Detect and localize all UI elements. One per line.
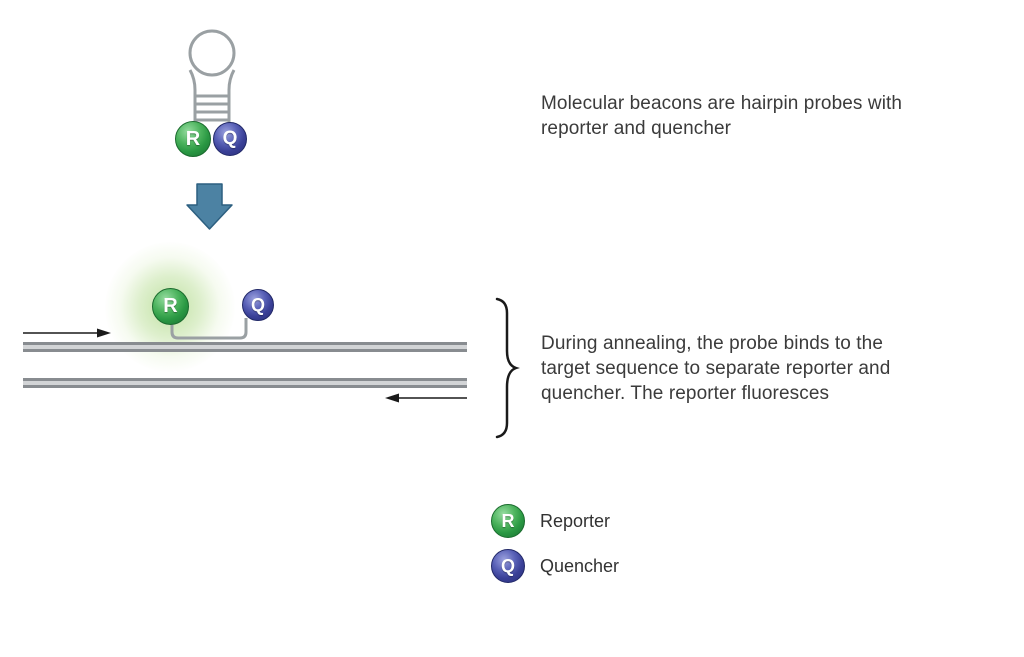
legend-quencher-sphere: Q — [491, 549, 525, 583]
annealed-reporter-sphere: R — [152, 288, 189, 325]
caption-line: Molecular beacons are hairpin probes wit… — [541, 93, 903, 114]
hairpin-caption: Molecular beacons are hairpin probes wit… — [541, 91, 971, 141]
caption-line: reporter and quencher — [541, 118, 732, 139]
target-strand-top — [23, 342, 467, 352]
hairpin-loop — [188, 29, 236, 124]
caption-line: target sequence to separate reporter and — [541, 358, 891, 379]
down-arrow-icon — [186, 183, 233, 230]
caption-line: quencher. The reporter fluoresces — [541, 383, 830, 404]
target-strand-bottom — [23, 378, 467, 388]
strand-direction-arrow-right — [23, 328, 111, 338]
strand-direction-arrow-left — [385, 393, 467, 403]
quencher-letter: Q — [250, 294, 265, 315]
legend-reporter-label: Reporter — [540, 511, 611, 531]
reporter-letter: R — [501, 510, 515, 531]
reporter-letter: R — [185, 127, 201, 150]
quencher-letter: Q — [222, 128, 238, 149]
hairpin-quencher-sphere: Q — [213, 122, 247, 156]
hairpin-reporter-sphere: R — [175, 121, 211, 157]
quencher-letter: Q — [500, 555, 515, 576]
annealing-caption: During annealing, the probe binds to the… — [541, 331, 971, 406]
caption-line: During annealing, the probe binds to the — [541, 333, 884, 354]
curly-brace — [495, 297, 520, 439]
legend-quencher-label: Quencher — [540, 556, 620, 576]
reporter-letter: R — [163, 295, 178, 317]
legend-reporter-sphere: R — [491, 504, 525, 538]
annealed-quencher-sphere: Q — [242, 289, 274, 321]
